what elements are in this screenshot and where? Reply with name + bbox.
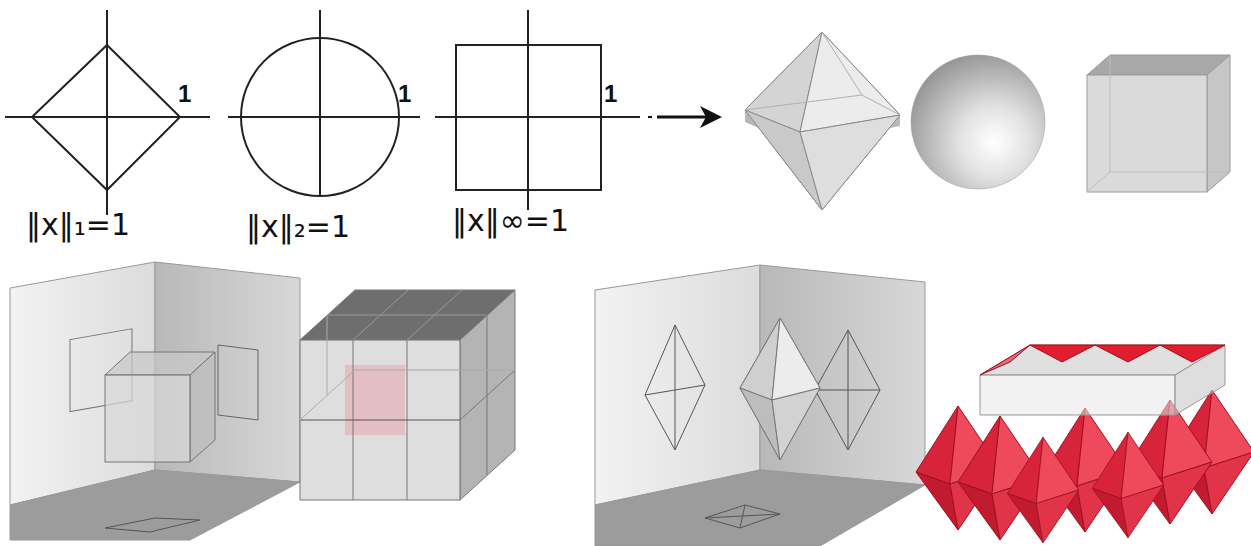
corner-room-octahedron-part-part [740, 505, 745, 528]
octahedron-part [745, 32, 900, 210]
octahedron-tiling-part [1030, 345, 1095, 362]
octahedron-tiling-part [1092, 432, 1163, 537]
octahedron-tiling-part [980, 345, 1030, 375]
l1-diamond [5, 10, 210, 215]
cube-part [1110, 55, 1230, 172]
corner-room-cube-part [105, 375, 190, 462]
octahedron-part [800, 32, 900, 132]
corner-room-octahedron-part [740, 388, 780, 460]
axis-tick-label: 1 [398, 82, 411, 106]
cube-packing-part [327, 315, 487, 316]
cube-part [1087, 75, 1207, 192]
corner-room-octahedron-part-part [815, 330, 880, 450]
l1-diamond-part [32, 45, 180, 190]
cube [1087, 55, 1230, 192]
octahedron-tiling [916, 345, 1251, 543]
corner-room-cube-part [105, 518, 200, 532]
octahedron-tiling-part [980, 375, 1175, 415]
corner-room-octahedron-part-part [705, 505, 780, 528]
cube-packing-part [300, 340, 460, 500]
cube-part [1087, 172, 1110, 192]
octahedron-part [800, 115, 900, 210]
octahedron-part [862, 95, 900, 115]
corner-room-cube-part [190, 352, 215, 462]
cube-part [1087, 55, 1230, 75]
corner-room-octahedron-part [760, 265, 925, 485]
corner-room-octahedron-part [595, 265, 760, 505]
octahedron-tiling-part [1095, 345, 1160, 362]
corner-room-octahedron-part [595, 470, 925, 546]
norm-equation: ‖x‖₂=1 [246, 212, 350, 242]
norm-equation: ‖x‖₁=1 [26, 210, 130, 240]
corner-room-octahedron-part [772, 388, 820, 460]
norm-equation: ‖x‖∞=1 [452, 206, 569, 236]
corner-room-octahedron-part-part [645, 325, 705, 450]
l2-circle-part [241, 38, 399, 196]
arrow-part [657, 116, 712, 119]
cube-packing-part [460, 290, 515, 500]
octahedron-part [745, 95, 862, 110]
corner-room-octahedron-part [772, 318, 820, 400]
l1-diamond-part [106, 10, 108, 215]
octahedron-tiling-part [1007, 437, 1078, 542]
cube-packing-part [300, 370, 355, 420]
octahedron-tiling-part [1160, 345, 1225, 362]
corner-room-cube [10, 262, 300, 540]
linf-square-part [527, 10, 529, 210]
cube-packing-part [487, 315, 488, 475]
cube-packing-part [327, 315, 328, 395]
linf-square-part [435, 116, 640, 118]
linf-square [435, 10, 640, 210]
linf-square-part [456, 45, 601, 190]
cube-packing-part [300, 420, 460, 421]
cube-packing-part [355, 370, 515, 371]
axis-tick-label: 1 [178, 82, 191, 106]
corner-room-octahedron-part [740, 318, 820, 460]
cube-packing-part [407, 290, 462, 340]
arrow [648, 106, 722, 128]
octahedron-part [822, 32, 862, 95]
cube-packing [300, 290, 515, 500]
l2-circle-part [228, 116, 420, 118]
corner-room-octahedron-part-part [848, 330, 849, 450]
octahedron [745, 32, 900, 210]
corner-room-octahedron [595, 265, 925, 546]
cube-packing-part [345, 365, 405, 435]
axis-tick-label: 1 [604, 82, 617, 106]
arrow-part [648, 116, 652, 118]
l2-circle [228, 10, 420, 196]
sphere [911, 55, 1045, 189]
cube-packing-part [353, 290, 408, 340]
corner-room-octahedron-part-part [675, 325, 676, 450]
cube-part [1207, 55, 1230, 192]
corner-room-cube-part [10, 470, 300, 540]
arrow-part [700, 106, 722, 128]
corner-room-cube-part [218, 345, 258, 420]
